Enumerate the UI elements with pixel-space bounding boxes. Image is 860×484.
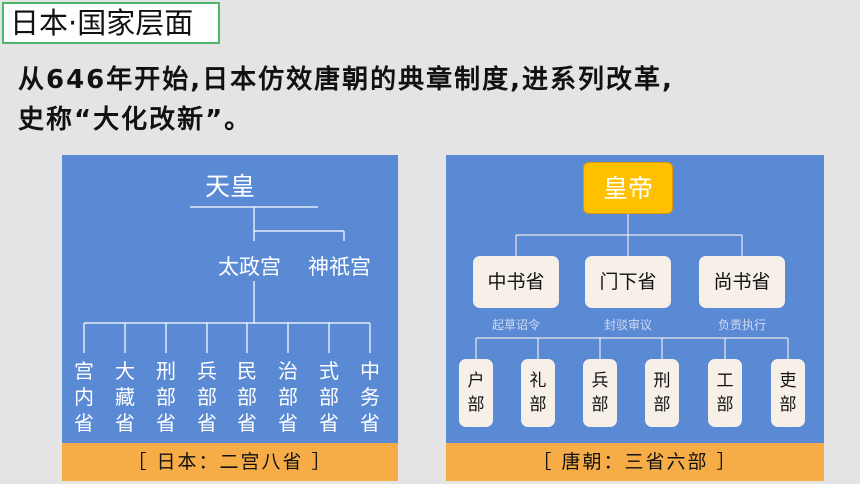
japan-emperor: 天皇 xyxy=(204,172,255,201)
tang-sheng-menxia: 门下省 xyxy=(585,256,671,308)
tang-sheng-role: 起草诏令 xyxy=(491,318,540,332)
tang-sheng-role: 负责执行 xyxy=(717,318,766,332)
tang-sheng-zhongshu: 中书省 xyxy=(473,256,559,308)
tang-emperor-box: 皇帝 xyxy=(583,162,673,214)
tang-caption: ［ 唐朝：三省六部 ］ xyxy=(446,443,824,481)
tang-bu: 礼部 xyxy=(521,359,555,427)
tang-connector-lines xyxy=(475,214,789,359)
tang-bu: 工部 xyxy=(708,359,742,427)
tang-bu: 刑部 xyxy=(645,359,679,427)
japan-council: 太政宫 xyxy=(218,255,281,279)
japan-caption: ［ 日本：二宫八省 ］ xyxy=(62,443,398,481)
japan-ministry: 式部省 xyxy=(319,359,339,435)
section-title: 日本·国家层面 xyxy=(2,2,220,44)
japan-ministry: 民部省 xyxy=(237,359,257,435)
japan-ministry: 大藏省 xyxy=(115,359,135,435)
japan-ministry: 宫内省 xyxy=(74,359,94,435)
japan-ministry: 兵部省 xyxy=(197,359,217,435)
tang-structure-panel: 皇帝 中书省 门下省 尚书省 起草诏令 封驳审议 负责执行 户部 礼部 兵部 刑… xyxy=(446,155,824,481)
japan-ministry: 中务省 xyxy=(360,359,380,435)
tang-bu: 兵部 xyxy=(583,359,617,427)
tang-bu: 户部 xyxy=(459,359,493,427)
tang-sheng-shangshu: 尚书省 xyxy=(699,256,785,308)
japan-ministry: 治部省 xyxy=(278,359,298,435)
japan-ministry: 刑部省 xyxy=(156,359,176,435)
japan-connector-lines xyxy=(83,206,371,353)
tang-bu: 吏部 xyxy=(771,359,805,427)
intro-line-1: 从646年开始,日本仿效唐朝的典章制度,进系列改革, xyxy=(18,65,674,95)
japan-shrine: 神祇宫 xyxy=(308,255,371,279)
intro-line-2: 史称“大化改新”。 xyxy=(18,105,253,135)
japan-structure-panel: 天皇 太政宫 神祇宫 宫内省 大藏省 刑部省 兵部省 民部省 治部省 式部省 中… xyxy=(62,155,398,481)
intro-text: 从646年开始,日本仿效唐朝的典章制度,进系列改革, 史称“大化改新”。 xyxy=(18,60,848,140)
tang-sheng-role: 封驳审议 xyxy=(603,318,652,332)
